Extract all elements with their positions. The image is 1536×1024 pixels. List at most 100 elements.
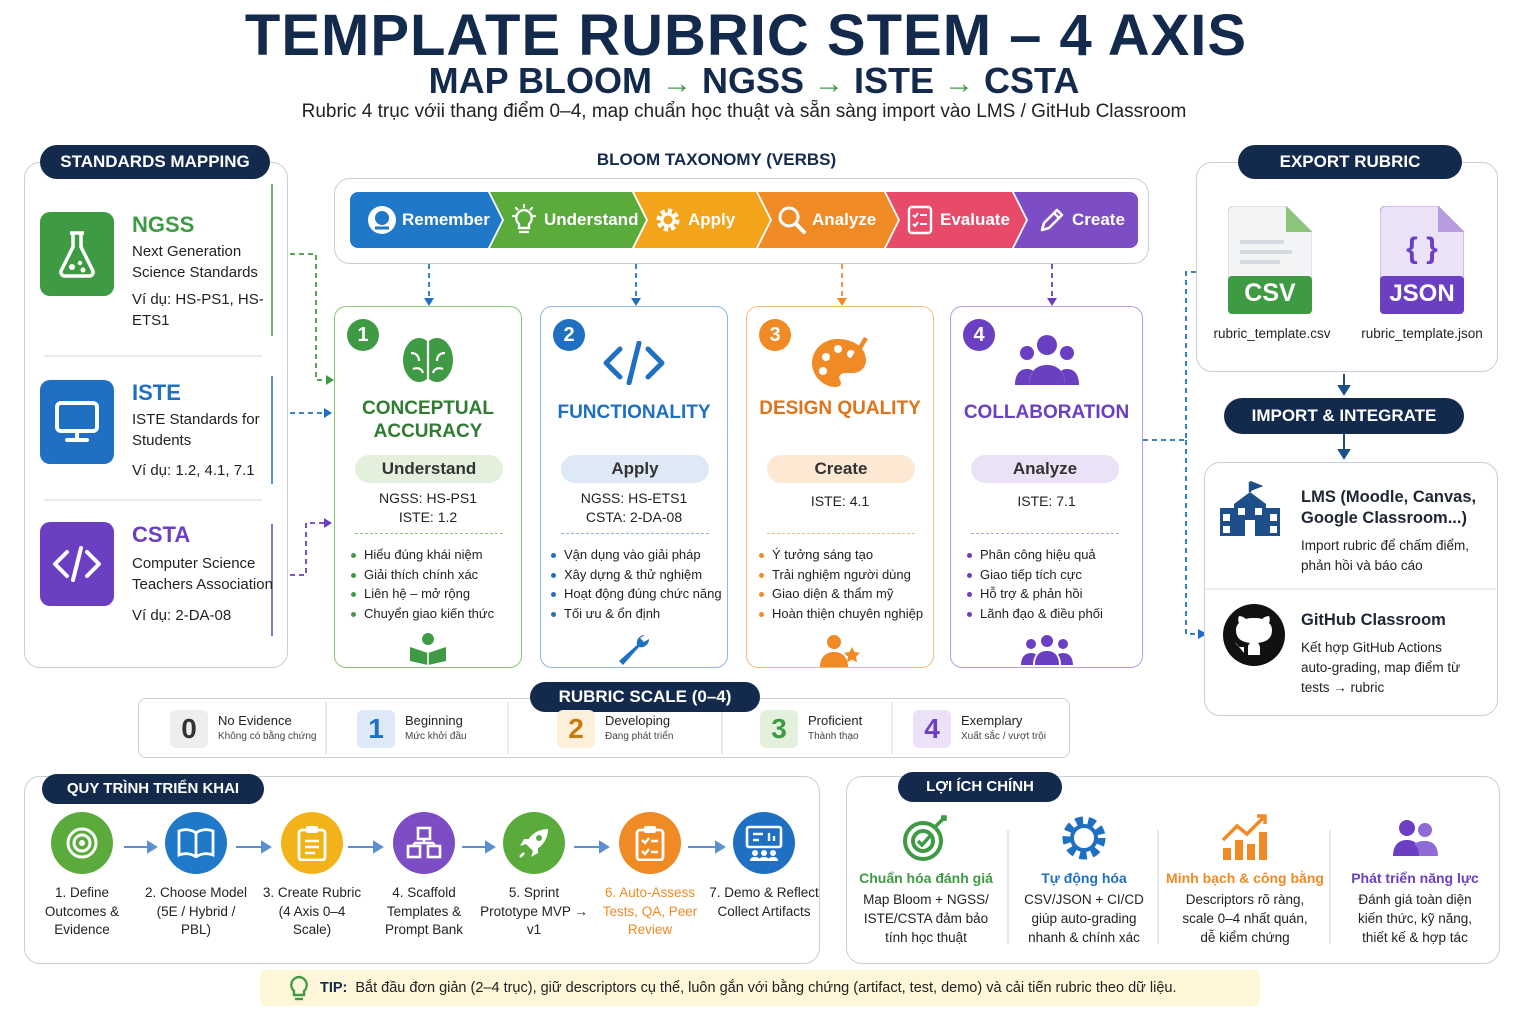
axis-map-2: CSTA: 2-DA-08: [585, 509, 683, 525]
scale-number: 1: [357, 710, 395, 748]
process-step-3: 3. Create Rubric (4 Axis 0–4 Scale): [258, 812, 366, 940]
list-item: Giao diện & thẩm mỹ: [759, 584, 935, 604]
list-item: Trải nghiệm người dùng: [759, 565, 935, 585]
scale-label: Proficient: [808, 713, 863, 728]
standards-heading: STANDARDS MAPPING: [40, 145, 270, 179]
axis-card-design-quality: 3 DESIGN QUALITY Create ISTE: 4.1 Ý tưởn…: [746, 306, 934, 668]
axis-map-2: ISTE: 1.2: [398, 509, 458, 525]
file-type-label: JSON: [1389, 280, 1455, 307]
clipboard-icon: [281, 812, 343, 874]
step-label: 6. Auto-Assess Tests, QA, Peer Review: [602, 885, 698, 937]
book-icon: [165, 812, 227, 874]
axis-card-functionality: 2 FUNCTIONALITY Apply NGSS: HS-ETS1 CSTA…: [540, 306, 728, 668]
csv-file-icon[interactable]: CSV: [1228, 206, 1312, 314]
list-item: Xây dựng & thử nghiệm: [551, 565, 727, 585]
subtitle-csta: CSTA: [984, 60, 1080, 101]
step-label: 2. Choose Model (5E / Hybrid / PBL): [144, 885, 248, 937]
bloom-step-label: Apply: [688, 210, 736, 229]
standard-description: ISTE Standards for Students: [132, 411, 260, 449]
list-item: Hỗ trợ & phản hồi: [967, 584, 1143, 604]
standard-description: Computer Science Teachers Association: [132, 555, 273, 593]
axis-bullets: Phân công hiệu quả Giao tiếp tích cực Hỗ…: [967, 545, 1143, 623]
checklist-icon: [619, 812, 681, 874]
axis-name: CONCEPTUAL ACCURACY: [362, 398, 494, 442]
scale-number: 0: [170, 710, 208, 748]
lms-title: LMS (Moodle, Canvas, Google Classroom...…: [1301, 488, 1477, 527]
process-step-5: 5. Sprint Prototype MVP → v1: [480, 812, 588, 940]
json-file-name: rubric_template.json: [1361, 326, 1483, 341]
list-item: Chuyển giao kiến thức: [351, 604, 527, 624]
axis-number: 1: [347, 319, 379, 351]
brain-icon: [335, 333, 521, 387]
monitor-icon: [40, 380, 114, 464]
axis-bullets: Vận dụng vào giải pháp Xây dựng & thử ng…: [551, 545, 727, 623]
group-icon: [951, 331, 1142, 387]
benefit-title: Tự động hóa: [1041, 870, 1127, 886]
axis-map-1: ISTE: 4.1: [810, 493, 870, 509]
standard-name: NGSS: [132, 212, 195, 237]
tip-text: Bắt đầu đơn giản (2–4 trục), giữ descrip…: [355, 980, 1177, 996]
gear-icon: [648, 205, 688, 235]
axis-number: 4: [963, 319, 995, 351]
process-step-7: 7. Demo & Reflect Collect Artifacts: [708, 812, 820, 921]
standard-example: Ví dụ: 1.2, 4.1, 7.1: [132, 462, 255, 479]
benefit-automation: Tự động hóa CSV/JSON + CI/CD giúp auto-g…: [1004, 812, 1164, 947]
lightbulb-icon: [504, 204, 544, 236]
scale-label: Exemplary: [961, 713, 1023, 728]
step-label: 1. Define Outcomes & Evidence: [44, 885, 120, 937]
flask-icon: [40, 212, 114, 296]
bloom-step-label: Evaluate: [940, 210, 1010, 229]
tip-banner: TIP: Bắt đầu đơn giản (2–4 trục), giữ de…: [260, 970, 1260, 1006]
benefit-description: Descriptors rõ ràng, scale 0–4 nhất quán…: [1182, 892, 1308, 945]
benefit-title: Minh bạch & công bằng: [1166, 870, 1324, 886]
github-description: Kết hợp GitHub Actions auto-grading, map…: [1301, 640, 1461, 695]
divider: [1204, 588, 1498, 590]
standard-name: ISTE: [132, 380, 181, 405]
axis-name: DESIGN QUALITY: [759, 398, 921, 419]
scale-label: No Evidence: [218, 713, 292, 728]
bloom-step-understand: Understand: [490, 192, 646, 248]
list-item: Hoàn thiện chuyên nghiệp: [759, 604, 935, 624]
benefits-dividers: [1007, 830, 1331, 944]
list-item: Phân công hiệu quả: [967, 545, 1143, 565]
school-icon: [1218, 480, 1282, 538]
target-icon: [51, 812, 113, 874]
csv-file-name: rubric_template.csv: [1213, 326, 1331, 341]
bloom-step-label: Understand: [544, 210, 639, 229]
magnifier-icon: [772, 205, 812, 235]
process-step-2: 2. Choose Model (5E / Hybrid / PBL): [142, 812, 250, 940]
standard-example: Ví dụ: 2-DA-08: [132, 607, 232, 624]
divider: [561, 533, 709, 534]
scale-label-vi: Xuất sắc / vượt trội: [961, 731, 1046, 742]
bloom-step-label: Remember: [402, 210, 490, 229]
axis-number: 3: [759, 319, 791, 351]
list-item: Hiểu đúng khái niệm: [351, 545, 527, 565]
bloom-bar: [334, 178, 1149, 264]
person-star-icon: [747, 633, 933, 667]
json-file-icon[interactable]: { } JSON: [1380, 206, 1464, 314]
scale-number: 3: [760, 710, 798, 748]
benefits-panel: [846, 776, 1500, 964]
list-item: Liên hệ – mở rộng: [351, 584, 527, 604]
pencil-icon: [1032, 206, 1072, 234]
bloom-step-analyze: Analyze: [758, 192, 898, 248]
code-icon: [40, 522, 114, 606]
list-item: Hoạt động đúng chức năng: [551, 584, 727, 604]
process-heading: QUY TRÌNH TRIỂN KHAI: [42, 774, 264, 804]
palette-icon: [747, 335, 933, 391]
bloom-step-create: Create: [1014, 192, 1138, 248]
file-type-label: CSV: [1244, 279, 1296, 307]
subtitle-iste: ISTE: [854, 60, 935, 101]
blocks-icon: [393, 812, 455, 874]
step-label: 3. Create Rubric (4 Axis 0–4 Scale): [262, 885, 362, 937]
head-icon: [362, 204, 402, 236]
axis-bloom-verb: Apply: [561, 455, 709, 483]
scale-label-vi: Không có bằng chứng: [218, 731, 317, 742]
benefit-title: Chuẩn hóa đánh giá: [859, 870, 993, 886]
scale-label: Developing: [605, 713, 671, 728]
checklist-icon: [900, 205, 940, 235]
axis-bloom-verb: Analyze: [971, 455, 1119, 483]
